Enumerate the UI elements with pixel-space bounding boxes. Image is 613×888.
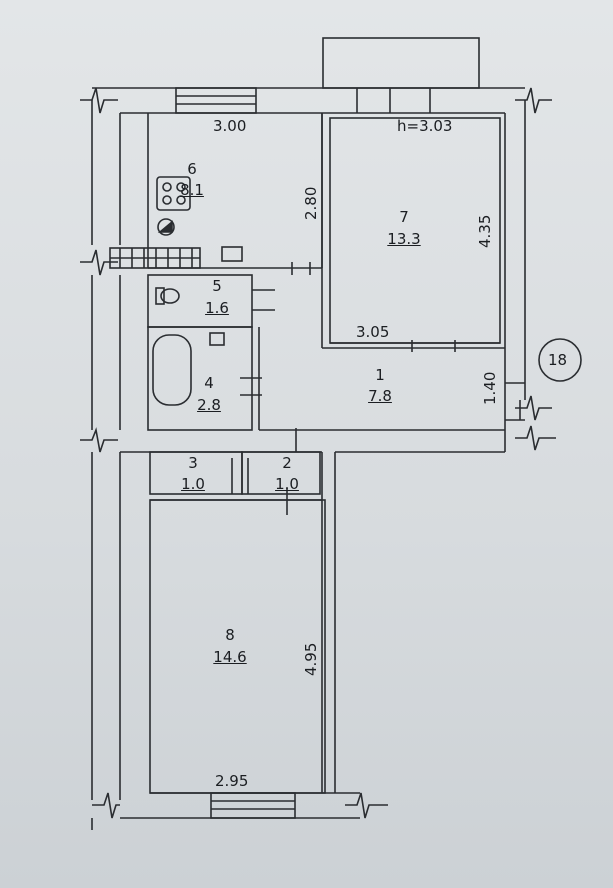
kitchen-window [175, 87, 257, 114]
room-8-area: 14.6 [213, 648, 247, 666]
room-7-area: 13.3 [387, 230, 421, 248]
toilet-icon [160, 288, 180, 304]
apartment-number: 18 [548, 351, 568, 369]
kitchen-depth-dimension: 2.80 [302, 186, 320, 220]
room-6-area: 8.1 [180, 181, 204, 199]
stove-icon [156, 176, 191, 211]
hall-depth-dimension: 1.40 [481, 371, 499, 405]
gas-meter-icon [157, 218, 175, 236]
bathtub-icon [152, 334, 192, 406]
room-8-number: 8 [225, 626, 235, 644]
room-3-area: 1.0 [181, 475, 205, 493]
balcony [322, 37, 480, 89]
room-8-height-dimension: 4.95 [302, 642, 320, 676]
room-1-area: 7.8 [368, 387, 392, 405]
room-7-width-dimension: 3.05 [356, 323, 390, 341]
room-5-area: 1.6 [205, 299, 229, 317]
room-5-number: 5 [212, 277, 222, 295]
room-7-height-dimension: 4.35 [476, 214, 494, 248]
room-4-number: 4 [204, 374, 214, 392]
room-8 [149, 499, 326, 794]
room-6-number: 6 [187, 160, 197, 178]
room-2-number: 2 [282, 454, 292, 472]
room-4-area: 2.8 [197, 396, 221, 414]
room-2 [241, 451, 321, 495]
kitchen-width-dimension: 3.00 [213, 117, 247, 135]
room-7-number: 7 [399, 208, 409, 226]
ceiling-height: h=3.03 [397, 117, 453, 135]
room-3-number: 3 [188, 454, 198, 472]
room-1-number: 1 [375, 366, 385, 384]
room-2-area: 1.0 [275, 475, 299, 493]
room8-window [210, 792, 296, 819]
apartment-number-circle [538, 338, 582, 382]
room-8-width-dimension: 2.95 [215, 772, 249, 790]
